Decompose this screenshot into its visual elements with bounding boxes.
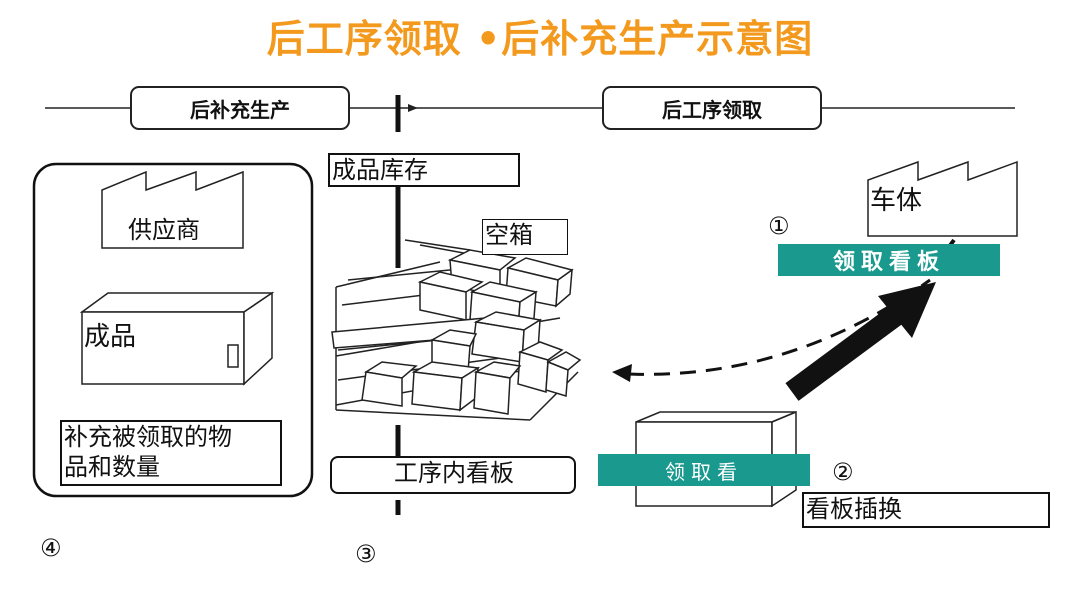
pickup-kanban-card: 领取看板 — [778, 244, 1000, 276]
supplier-factory-icon — [101, 170, 244, 249]
header-replenish-production: 后补充生产 — [130, 86, 350, 130]
replenish-area-frame — [32, 162, 314, 498]
step-marker-2: ② — [832, 458, 854, 486]
replenish-label-line2: 品和数量 — [64, 453, 160, 481]
header-downstream-pickup: 后工序领取 — [602, 86, 822, 130]
page-title: 后工序领取 •后补充生产示意图 — [266, 17, 814, 61]
replenish-label-line1: 补充被领取的物 — [64, 423, 232, 451]
pickup-arrow-icon — [785, 282, 936, 401]
empty-box-stack-icon — [331, 249, 582, 415]
return-dashed-arrow-icon — [612, 278, 931, 382]
header-arrow-left-icon — [408, 104, 418, 112]
product-label: 成品 — [84, 322, 137, 352]
replenish-info-box: 补充被领取的物 品和数量 — [60, 420, 282, 486]
step-marker-3: ③ — [355, 540, 377, 568]
step-marker-4: ④ — [40, 534, 62, 562]
pickup-kanban-card-partial: 领取看 — [598, 454, 810, 486]
car-body-factory-icon — [867, 160, 1018, 237]
process-kanban-label: 工序内看板 — [330, 456, 576, 494]
step-marker-1: ① — [768, 212, 790, 240]
product-box-icon — [79, 291, 275, 386]
car-body-label: 车体 — [870, 186, 923, 216]
empty-box-label: 空箱 — [482, 219, 568, 255]
inventory-label: 成品库存 — [328, 153, 520, 187]
kanban-swap-label: 看板插换 — [802, 492, 1050, 528]
supplier-label: 供应商 — [128, 216, 200, 244]
